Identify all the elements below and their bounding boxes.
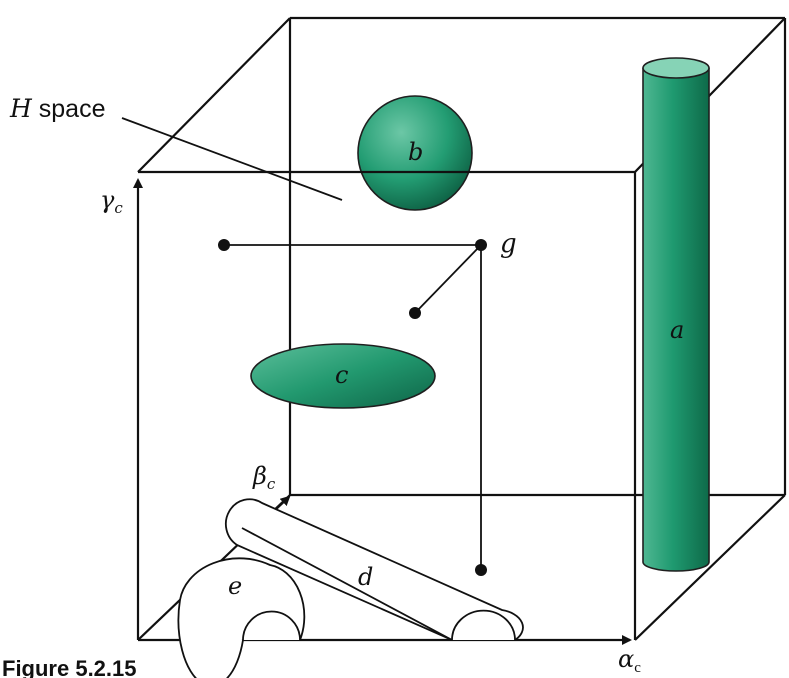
gamma-axis-label: γc bbox=[100, 186, 123, 217]
h-space-label: H space bbox=[9, 94, 105, 123]
label-a: a bbox=[670, 316, 684, 344]
label-b: b bbox=[408, 138, 423, 166]
label-d: d bbox=[358, 563, 373, 591]
cube-front-face bbox=[138, 170, 637, 640]
figure-caption: Figure 5.2.15 bbox=[2, 656, 137, 678]
shape-e bbox=[177, 557, 306, 678]
label-e: e bbox=[228, 572, 242, 600]
projection-point-bottom bbox=[475, 564, 487, 576]
label-g: g bbox=[500, 229, 517, 259]
label-c: c bbox=[335, 361, 348, 389]
beta-axis-label: βc bbox=[252, 462, 276, 493]
point-g bbox=[475, 239, 487, 251]
cylinder-a bbox=[642, 57, 710, 572]
projection-point-left bbox=[218, 239, 230, 251]
alpha-axis-label: αc bbox=[618, 645, 641, 676]
cylinder-d bbox=[224, 498, 524, 641]
point-g-projections bbox=[218, 239, 487, 576]
h-space-leader bbox=[121, 117, 343, 201]
projection-point-diagonal bbox=[409, 307, 421, 319]
cube-back-face bbox=[288, 16, 787, 497]
sphere-b bbox=[357, 95, 473, 211]
ellipse-c bbox=[250, 343, 436, 409]
